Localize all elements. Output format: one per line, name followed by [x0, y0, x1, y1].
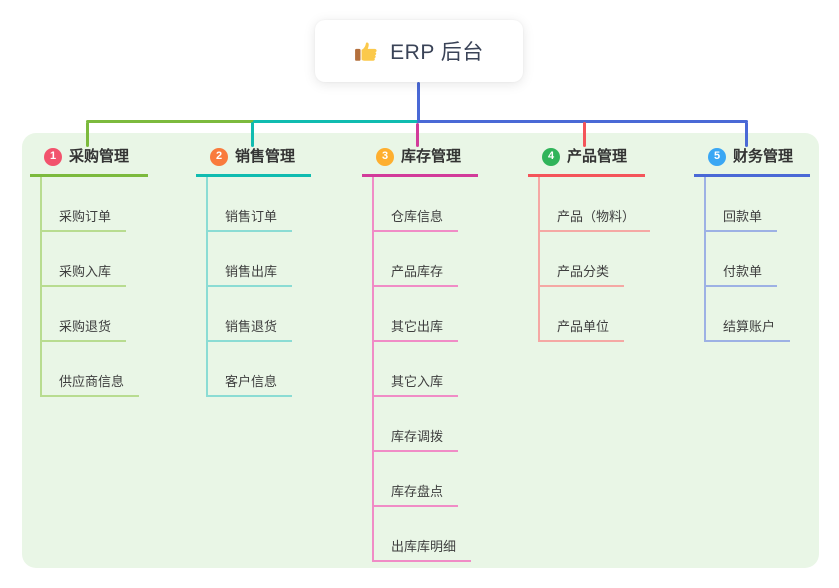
branch-4: 4 产品管理产品（物料） 产品分类产品单位 — [528, 146, 651, 342]
child-node: 结算账户 — [706, 287, 810, 342]
child-node: 客户信息 — [208, 342, 311, 397]
connector-segment — [86, 120, 255, 123]
child-node: 库存盘点 — [374, 452, 478, 507]
child-node-label: 产品单位 — [540, 318, 625, 342]
branch-number-badge: 1 — [44, 147, 62, 166]
child-node: 出库库明细 — [374, 507, 478, 562]
child-node-label: 销售出库 — [208, 263, 293, 287]
child-node: 采购订单 — [42, 177, 148, 232]
child-node-label: 出库库明细 — [374, 538, 472, 562]
connector-segment — [416, 123, 419, 147]
child-node-label: 客户信息 — [208, 373, 293, 397]
child-node-label: 付款单 — [706, 263, 778, 287]
child-node-label: 库存盘点 — [374, 483, 459, 507]
branch-number-badge: 5 — [708, 147, 726, 166]
child-node: 产品单位 — [540, 287, 645, 342]
child-node-label: 仓库信息 — [374, 208, 459, 232]
root-node-erp: ERP 后台 — [315, 20, 523, 82]
branch-node-label: 产品管理 — [567, 148, 628, 165]
branch-children: 产品（物料） 产品分类产品单位 — [538, 177, 651, 342]
child-node: 供应商信息 — [42, 342, 148, 397]
branch-number-badge: 2 — [210, 147, 228, 166]
connector-segment — [251, 122, 254, 147]
branch-node-label: 库存管理 — [401, 148, 462, 165]
connector-segment — [417, 82, 420, 122]
branch-children: 仓库信息产品库存其它出库其它入库库存调拨库存盘点出库库明细 — [372, 177, 478, 562]
branch-node-5: 5 财务管理 — [694, 146, 810, 177]
branch-node-3: 3 库存管理 — [362, 146, 478, 177]
child-node: 销售订单 — [208, 177, 311, 232]
child-node: 回款单 — [706, 177, 810, 232]
child-node: 其它出库 — [374, 287, 478, 342]
child-node: 销售退货 — [208, 287, 311, 342]
child-node: 采购入库 — [42, 232, 148, 287]
branch-node-label: 财务管理 — [733, 148, 794, 165]
child-node: 采购退货 — [42, 287, 148, 342]
branch-children: 销售订单销售出库销售退货客户信息 — [206, 177, 311, 397]
branch-number-badge: 4 — [542, 147, 560, 166]
child-node-label: 采购订单 — [42, 208, 127, 232]
child-node: 其它入库 — [374, 342, 478, 397]
child-node-label: 其它出库 — [374, 318, 459, 342]
connector-segment — [86, 122, 89, 147]
branch-1: 1 采购管理采购订单采购入库采购退货供应商信息 — [30, 146, 148, 397]
child-node: 销售出库 — [208, 232, 311, 287]
branch-5: 5 财务管理回款单付款单结算账户 — [694, 146, 810, 342]
branch-3: 3 库存管理仓库信息产品库存其它出库其它入库库存调拨库存盘点出库库明细 — [362, 146, 478, 562]
child-node-label: 采购入库 — [42, 263, 127, 287]
branch-children: 回款单付款单结算账户 — [704, 177, 810, 342]
connector-segment — [253, 120, 419, 123]
child-node-label: 产品（物料） — [540, 208, 651, 232]
child-node-label: 库存调拨 — [374, 428, 459, 452]
child-node-label: 产品库存 — [374, 263, 459, 287]
child-node-label: 销售退货 — [208, 318, 293, 342]
child-node-label: 回款单 — [706, 208, 778, 232]
child-node: 仓库信息 — [374, 177, 478, 232]
child-node: 产品库存 — [374, 232, 478, 287]
child-node: 库存调拨 — [374, 397, 478, 452]
child-node: 付款单 — [706, 232, 810, 287]
child-node-label: 结算账户 — [706, 318, 791, 342]
child-node-label: 采购退货 — [42, 318, 127, 342]
branch-node-4: 4 产品管理 — [528, 146, 645, 177]
child-node-label: 供应商信息 — [42, 373, 140, 397]
thumbs-up-icon — [355, 42, 377, 61]
child-node-label: 其它入库 — [374, 373, 459, 397]
branch-children: 采购订单采购入库采购退货供应商信息 — [40, 177, 148, 397]
branch-node-label: 销售管理 — [235, 148, 296, 165]
branch-2: 2 销售管理销售订单销售出库销售退货客户信息 — [196, 146, 311, 397]
branch-node-label: 采购管理 — [69, 148, 130, 165]
branches-panel — [22, 133, 819, 568]
child-node: 产品分类 — [540, 232, 645, 287]
connector-segment — [583, 122, 586, 147]
connector-segment — [417, 120, 748, 123]
branch-number-badge: 3 — [376, 147, 394, 166]
child-node-label: 产品分类 — [540, 263, 625, 287]
child-node: 产品（物料） — [540, 177, 651, 232]
connector-segment — [745, 122, 748, 147]
root-node-label: ERP 后台 — [390, 41, 484, 64]
branch-node-2: 2 销售管理 — [196, 146, 311, 177]
child-node-label: 销售订单 — [208, 208, 293, 232]
branch-node-1: 1 采购管理 — [30, 146, 148, 177]
